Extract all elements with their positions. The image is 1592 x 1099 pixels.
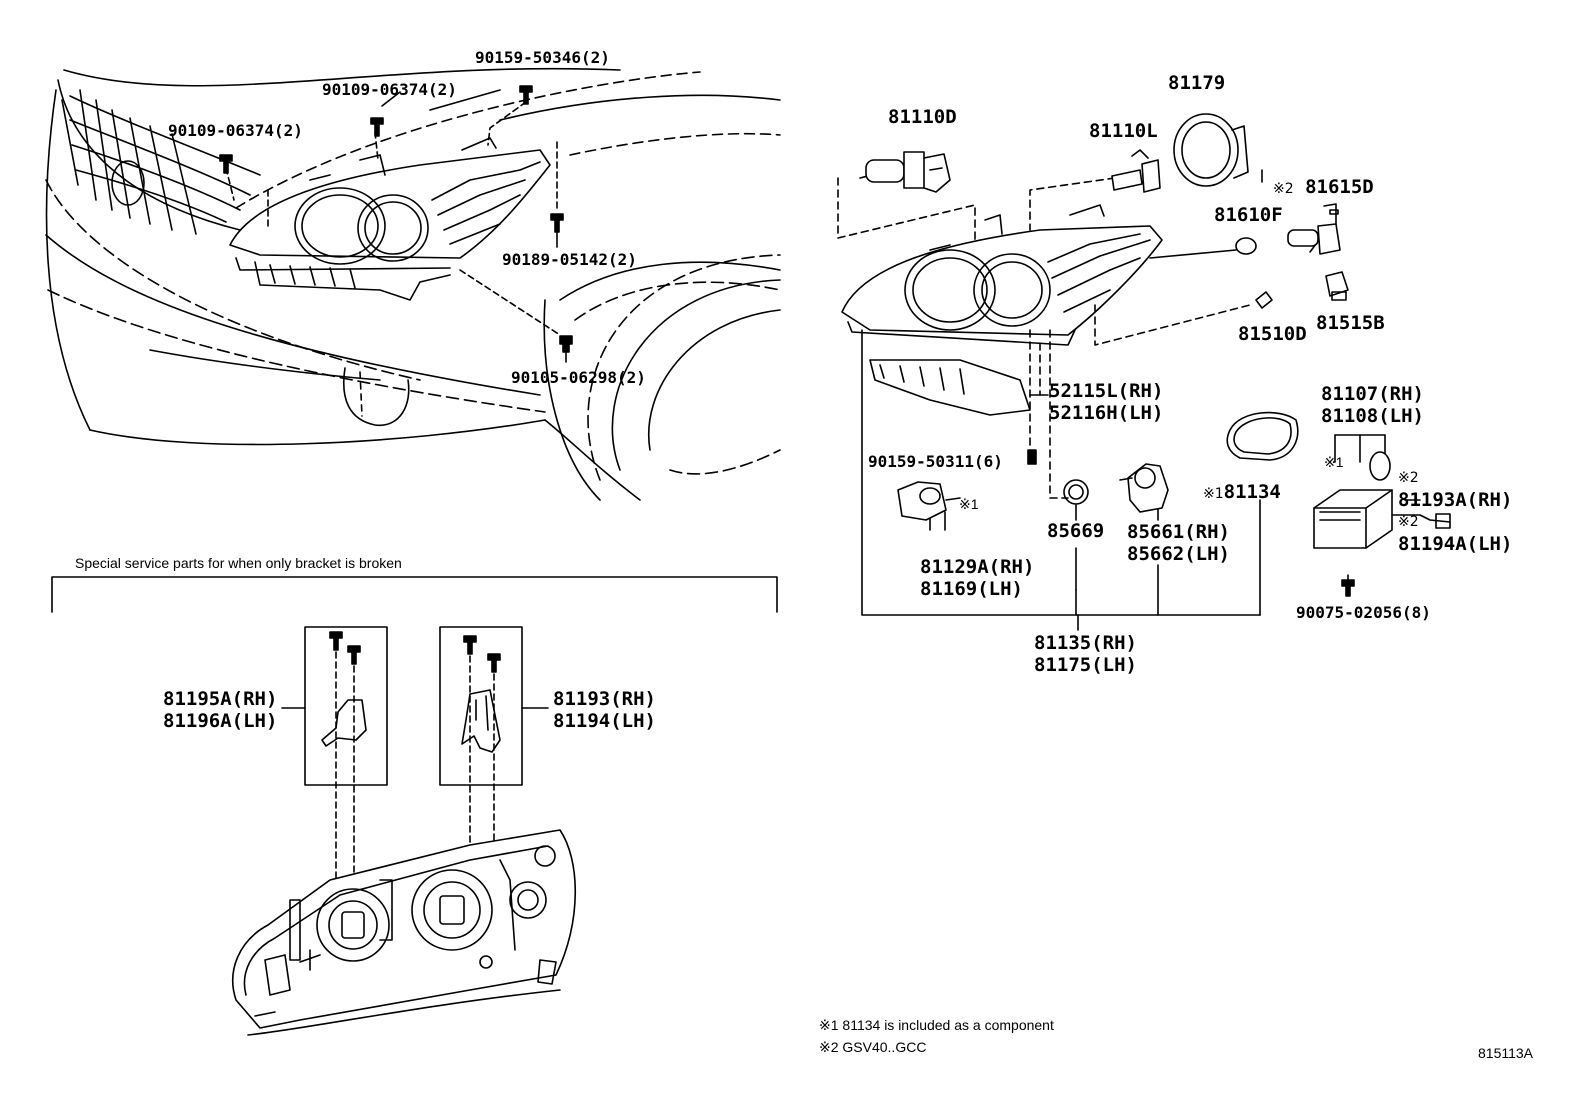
service-part-81193: 81193(RH): [553, 688, 656, 710]
bulb-81110d-drawing: [865, 151, 951, 193]
bulb-81510d-drawing: [1255, 291, 1273, 309]
igniter-label: 81129A(RH) 81169(LH): [920, 556, 1034, 600]
part-number-90159-50346: 90159-50346(2): [475, 48, 610, 67]
footnote-2: ※2 GSV40..GCC: [819, 1039, 927, 1055]
part-number-81515b: 81515B: [1316, 312, 1385, 334]
gasket-label: ※181134: [1203, 481, 1281, 505]
note-mark-2-lh: ※2: [1398, 514, 1419, 530]
bulb-81610f-drawing: [1235, 237, 1257, 255]
footnote-1: ※1 81134 is included as a component: [819, 1017, 1054, 1033]
note-mark-2-rh: ※2: [1398, 470, 1419, 486]
motor-drawing: [1119, 463, 1169, 513]
socket-81515b-drawing: [1325, 271, 1349, 301]
ballast-note-mark: ※1: [1324, 454, 1344, 470]
part-number-81110d: 81110D: [888, 106, 957, 128]
computer-rh-line: ※2 81193A(RH): [1398, 467, 1512, 511]
part-number-81615d-label: ※2 81615D: [1273, 176, 1374, 200]
headlamp-exploded: [837, 167, 1421, 631]
part-number-85669: 85669: [1047, 520, 1105, 542]
part-number-52116h: 52116H(LH): [1049, 402, 1164, 424]
motor-label: 85661(RH) 85662(LH): [1127, 521, 1230, 565]
part-number-81194a: 81194A(LH): [1398, 533, 1513, 555]
part-number-81510d: 81510D: [1238, 323, 1307, 345]
part-number-90189-05142: 90189-05142(2): [502, 250, 637, 269]
gasket-81134-drawing: [1226, 411, 1299, 461]
part-number-81193a: 81193A(RH): [1398, 489, 1513, 511]
service-part-right-label: 81193(RH) 81194(LH): [553, 688, 656, 732]
cover-81179-drawing: [1173, 113, 1249, 187]
computer-label: ※2 81193A(RH) ※2 81194A(LH): [1398, 467, 1512, 555]
part-number-81108: 81108(LH): [1321, 405, 1424, 427]
part-number-81615d: 81615D: [1305, 176, 1374, 198]
service-parts-frame: [51, 576, 778, 891]
part-number-81175: 81175(LH): [1034, 654, 1137, 676]
part-number-85661: 85661(RH): [1127, 521, 1230, 543]
headlamp-on-vehicle: [225, 89, 567, 363]
ballast-label: 81107(RH) 81108(LH): [1321, 383, 1424, 427]
screw-icons-right: [1027, 449, 1037, 465]
igniter-note-mark: ※1: [959, 496, 979, 512]
bulb-81110l-drawing: [1111, 149, 1161, 193]
part-number-81169: 81169(LH): [920, 578, 1023, 600]
service-part-81196a: 81196A(LH): [163, 710, 278, 732]
part-number-90159-50311: 90159-50311(6): [868, 452, 1003, 471]
part-number-81107: 81107(RH): [1321, 383, 1424, 405]
service-part-81195a: 81195A(RH): [163, 688, 278, 710]
computer-lh-line: ※2 81194A(LH): [1398, 511, 1512, 555]
figure-id: 815113A: [1478, 1045, 1534, 1061]
socket-81615d-drawing: [1287, 203, 1341, 255]
part-number-90075-02056: 90075-02056(8): [1296, 603, 1431, 622]
part-number-81129a: 81129A(RH): [920, 556, 1035, 578]
part-number-81179: 81179: [1168, 72, 1226, 94]
oring-drawing: [1063, 479, 1089, 505]
part-number-90109-06374-lower: 90109-06374(2): [168, 121, 303, 140]
part-number-52115l: 52115L(RH): [1049, 380, 1164, 402]
part-number-81110l: 81110L: [1089, 120, 1158, 142]
service-part-81194: 81194(LH): [553, 710, 656, 732]
assembly-label: 81135(RH) 81175(LH): [1034, 632, 1137, 676]
igniter-drawing: [897, 481, 961, 521]
headlamp-rear-view: [232, 829, 577, 1036]
screw-icons-left: [219, 85, 573, 353]
part-number-90105-06298: 90105-06298(2): [511, 368, 646, 387]
part-number-85662: 85662(LH): [1127, 543, 1230, 565]
ballast-drawing: [1313, 451, 1451, 597]
note-mark-2: ※2: [1273, 181, 1294, 197]
part-number-81610f: 81610F: [1214, 204, 1283, 226]
part-number-90109-06374-upper: 90109-06374(2): [322, 80, 457, 99]
note-mark-1-gasket: ※1: [1203, 486, 1224, 502]
bracket-label: 52115L(RH) 52116H(LH): [1049, 380, 1163, 424]
part-number-81135: 81135(RH): [1034, 632, 1137, 654]
vehicle-front-illustration: [45, 67, 781, 501]
part-number-81134: 81134: [1223, 481, 1281, 503]
special-service-note: Special service parts for when only brac…: [75, 555, 402, 571]
service-part-left-label: 81195A(RH) 81196A(LH): [163, 688, 277, 732]
